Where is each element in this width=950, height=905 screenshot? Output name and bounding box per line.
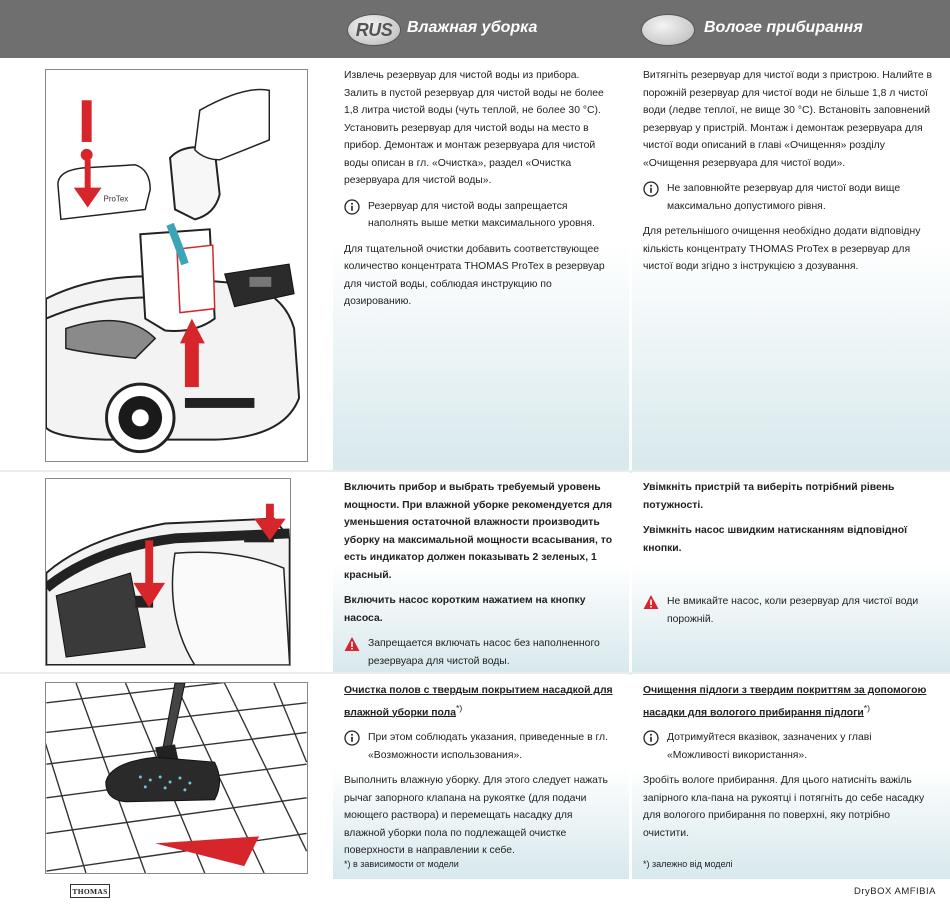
illustration-power-level (45, 478, 291, 666)
step1-info-text-rus: Резервуар для чистой воды запрещается на… (368, 200, 595, 230)
step3-heading-ukr: Очищення підлоги з твердим покриттям за … (643, 685, 927, 718)
content-column-rus: Включить прибор и выбрать требуемый уров… (333, 472, 629, 674)
step3-heading-rus: Очистка полов с твердым покрытием насадк… (344, 685, 613, 718)
step1-text-rus: Извлечь резервуар для чистой воды из при… (344, 67, 615, 319)
section-title-rus: Влажная уборка (407, 19, 538, 36)
bottle-label: ProTex (104, 194, 129, 203)
step1-paragraph2-ukr: Для ретельнішого очищення необхідно дода… (643, 226, 921, 272)
step2-paragraph-ukr: Увімкніть пристрій та виберіть потрібний… (643, 482, 895, 511)
info-icon (643, 181, 659, 197)
step3-text-ukr: Очищення підлоги з твердим покриттям за … (643, 682, 936, 850)
step1-info-text-ukr: Не заповнюйте резервуар для чистої води … (667, 183, 901, 212)
step1-paragraph-rus: Извлечь резервуар для чистой воды из при… (344, 70, 604, 186)
illustration-fill-tank: ProTex (45, 69, 308, 462)
content-column-rus: Извлечь резервуар для чистой воды из при… (333, 58, 629, 472)
floor-nozzle-drawing (46, 683, 307, 873)
info-icon (344, 730, 360, 747)
info-icon (643, 730, 659, 747)
step-power-pump: Включить прибор и выбрать требуемый уров… (0, 472, 950, 674)
footnote-ukr: *) залежно від моделі (643, 859, 733, 869)
step1-paragraph-ukr: Витягніть резервуар для чистої води з пр… (643, 70, 933, 169)
content-column-ukr: Увімкніть пристрій та виберіть потрібний… (632, 472, 950, 674)
power-level-drawing (46, 503, 290, 665)
step2-paragraph-rus: Включить прибор и выбрать требуемый уров… (344, 482, 613, 581)
step3-info-text-rus: При этом соблюдать указания, приведенные… (368, 732, 608, 761)
step3-info-note-ukr: Дотримуйтеся вказівок, зазначених у глав… (643, 729, 936, 764)
warning-icon (344, 637, 360, 651)
step3-heading-mark-rus: *) (456, 702, 463, 713)
step3-paragraph-ukr: Зробіть вологе прибирання. Для цього нат… (643, 775, 925, 839)
section-title-ukr: Вологе прибирання (704, 19, 863, 36)
step3-info-text-ukr: Дотримуйтеся вказівок, зазначених у глав… (667, 732, 872, 761)
content-column-ukr: Очищення підлоги з твердим покриттям за … (632, 674, 950, 879)
content-column-ukr: Витягніть резервуар для чистої води з пр… (632, 58, 950, 472)
step2-text-rus: Включить прибор и выбрать требуемый уров… (344, 479, 615, 678)
info-icon (344, 198, 360, 215)
step1-info-note-ukr: Не заповнюйте резервуар для чистої води … (643, 180, 936, 215)
step3-paragraph-rus: Выполнить влажную уборку. Для этого след… (344, 775, 608, 857)
brand-logo: THOMAS (70, 884, 110, 898)
step2-warning-rus: Запрещается включать насос без наполненн… (344, 635, 615, 670)
warning-icon (643, 595, 659, 609)
step2-warning-text-rus: Запрещается включать насос без наполненн… (368, 638, 600, 667)
page-header: RUS Влажная уборка Вологе прибирання (0, 0, 950, 58)
illustration-floor-nozzle (45, 682, 308, 874)
step1-text-ukr: Витягніть резервуар для чистої води з пр… (643, 67, 936, 284)
illustration-column: ProTex (0, 58, 333, 472)
step-wet-cleaning: Очистка полов с твердым покрытием насадк… (0, 674, 950, 879)
footnote-rus: *) в зависимости от модели (344, 859, 459, 869)
step3-heading-mark-ukr: *) (863, 702, 871, 713)
step1-paragraph2-rus: Для тщательной очистки добавить соответс… (344, 243, 605, 308)
language-badge-ukr (641, 14, 695, 46)
step2-text-ukr: Увімкніть пристрій та виберіть потрібний… (643, 479, 936, 565)
step2-pump-instruction-rus: Включить насос коротким нажатием на кноп… (344, 595, 586, 624)
page-footer: THOMAS DryBOX AMFIBIA (0, 879, 950, 905)
step3-info-note-rus: При этом соблюдать указания, приведенные… (344, 729, 615, 764)
language-badge-rus-label: RUS (355, 19, 393, 40)
step2-warning-ukr: Не вмикайте насос, коли резервуар для чи… (643, 593, 936, 628)
step1-info-note-rus: Резервуар для чистой воды запрещается на… (344, 198, 615, 233)
section-divider (0, 470, 950, 473)
step2-pump-instruction-ukr: Увімкніть насос швидким натисканням відп… (643, 525, 908, 554)
language-badge-rus: RUS (347, 14, 401, 46)
step2-warning-block-ukr: Не вмикайте насос, коли резервуар для чи… (643, 593, 936, 636)
illustration-column (0, 472, 333, 674)
content-column-rus: Очистка полов с твердым покрытием насадк… (333, 674, 629, 879)
model-name: DryBOX AMFIBIA (854, 886, 936, 897)
step2-warning-text-ukr: Не вмикайте насос, коли резервуар для чи… (667, 596, 919, 625)
illustration-column (0, 674, 333, 879)
fill-tank-drawing: ProTex (46, 88, 301, 454)
section-divider (0, 672, 950, 675)
step-fill-water-tank: ProTex Извлечь резервуар для чистой воды… (0, 58, 950, 472)
step3-text-rus: Очистка полов с твердым покрытием насадк… (344, 682, 615, 868)
